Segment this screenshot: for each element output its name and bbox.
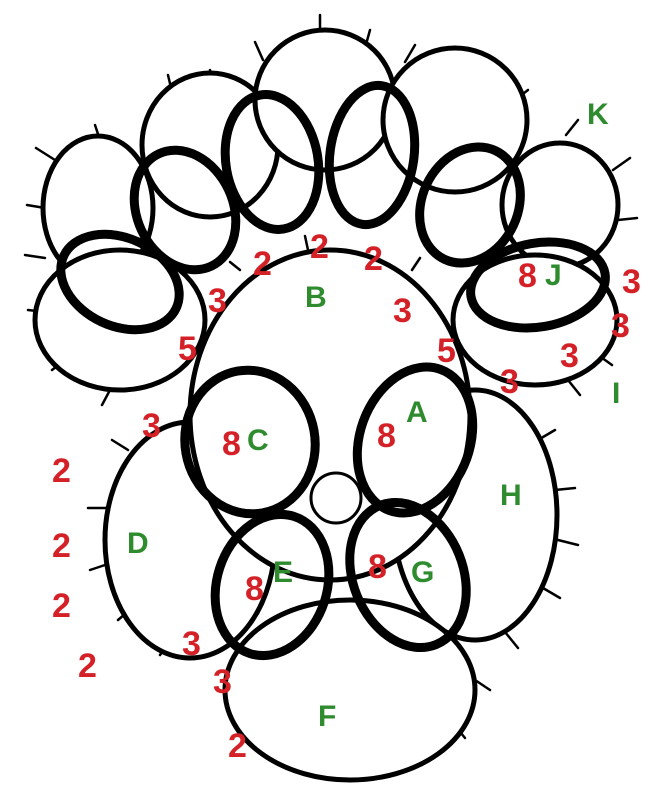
ring-a [352, 362, 478, 518]
outer-rings [32, 27, 621, 783]
count-b-right-3: 3 [393, 292, 412, 330]
count-j-right-3a: 3 [622, 263, 641, 301]
ring-top-right [380, 45, 530, 195]
count-d-2c: 2 [52, 587, 71, 625]
ring-left-lower [32, 247, 208, 393]
count-g: 8 [368, 548, 387, 586]
count-j: 8 [518, 257, 537, 295]
ring-left-thick [56, 229, 184, 335]
ring-j [466, 237, 610, 333]
ring-b [187, 247, 473, 583]
inner-rings [56, 80, 610, 661]
label-c: C [247, 424, 269, 457]
count-d-2b: 2 [52, 527, 71, 565]
label-e: E [273, 556, 293, 589]
count-a: 8 [377, 417, 396, 455]
label-h: H [500, 479, 522, 512]
label-j: J [545, 259, 562, 292]
label-a: A [406, 396, 428, 429]
count-c: 8 [222, 425, 241, 463]
ring-e [210, 509, 334, 661]
ring-i [450, 252, 620, 388]
label-i: I [612, 377, 620, 410]
ring-g [345, 497, 471, 653]
ring-f [222, 597, 478, 783]
count-f-2: 2 [228, 727, 247, 765]
ring-labels: A B C D E F G H I J K [127, 98, 620, 733]
label-g: G [411, 556, 434, 589]
count-d-top: 3 [142, 407, 161, 445]
count-b-left-3: 3 [208, 282, 227, 320]
count-j-right-3b: 3 [611, 307, 630, 345]
count-f-3: 3 [213, 663, 232, 701]
count-d-2a: 2 [52, 452, 71, 490]
count-top-right: 2 [364, 240, 383, 278]
label-k: K [587, 98, 609, 131]
count-b-right-5: 5 [437, 332, 456, 370]
ring-top-center-right-thick [324, 80, 420, 230]
count-top-left: 2 [253, 245, 272, 283]
label-b: B [305, 281, 327, 314]
ring-c [180, 365, 320, 519]
count-top-mid: 2 [310, 228, 329, 266]
count-b-left-5: 5 [178, 330, 197, 368]
stitch-counts: 2 2 2 3 5 3 5 8 3 3 3 3 3 8 8 2 2 2 2 8 … [52, 228, 641, 765]
ring-top-right-thick [415, 142, 525, 268]
count-d-2d: 2 [78, 647, 97, 685]
count-d-bottom: 3 [182, 625, 201, 663]
label-f: F [318, 700, 336, 733]
label-d: D [127, 527, 149, 560]
count-e: 8 [245, 570, 264, 608]
count-i-3a: 3 [560, 337, 579, 375]
count-i-3b: 3 [500, 363, 519, 401]
ring-top-center-left-thick [220, 90, 324, 234]
center-ring [309, 471, 363, 525]
